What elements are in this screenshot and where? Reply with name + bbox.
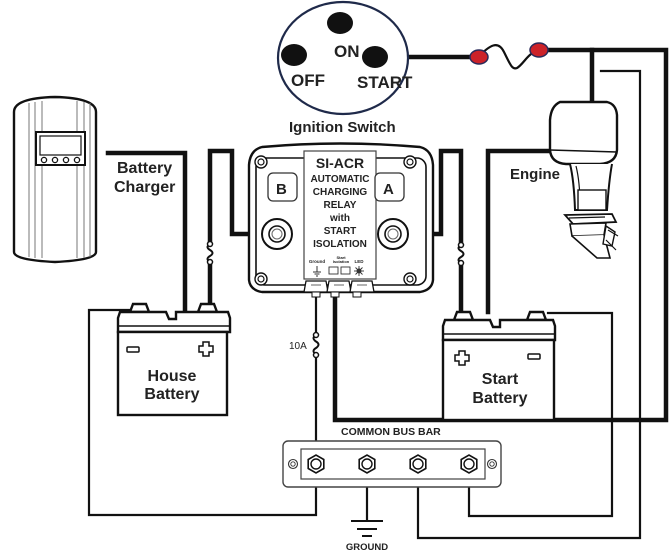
relay-start-isolation-label-1: Start bbox=[336, 255, 346, 260]
charger-label-line2: Charger bbox=[114, 179, 175, 196]
switch-label-on: ON bbox=[334, 42, 360, 61]
terminal-a-box bbox=[374, 172, 405, 202]
bus-bar-end-screw-left bbox=[287, 458, 299, 470]
bus-bar-label: COMMON BUS BAR bbox=[341, 426, 441, 438]
charger-screen bbox=[39, 135, 82, 156]
inline-fuse-house bbox=[206, 240, 214, 266]
wires bbox=[87, 47, 669, 540]
minus-icon bbox=[527, 353, 541, 360]
relay-line-4: with bbox=[329, 213, 350, 224]
battery-icons bbox=[328, 266, 351, 275]
charger-button bbox=[51, 156, 59, 164]
bus-bar-terminal bbox=[409, 454, 427, 474]
terminal-a-label: A bbox=[383, 181, 394, 198]
switch-contact-off bbox=[281, 44, 307, 66]
wire-busbar-t3-to-start-negative bbox=[416, 69, 642, 540]
house-battery-label-line1: House bbox=[148, 368, 197, 385]
bus-bar-end-screw-right bbox=[486, 458, 498, 470]
start-battery-label-line1: Start bbox=[482, 371, 519, 388]
bus-bar-terminals bbox=[307, 454, 478, 474]
fuse-holder-left bbox=[469, 49, 489, 65]
relay-line-1: AUTOMATIC bbox=[310, 174, 369, 185]
wire-charger-to-house-positive bbox=[105, 150, 188, 313]
start-battery-label-line2: Battery bbox=[472, 390, 527, 407]
relay-start-isolation-label-2: Isolation bbox=[333, 259, 350, 264]
relay-title: SI-ACR bbox=[316, 155, 364, 171]
fuse-rating-label: 10A bbox=[289, 341, 307, 352]
wire-busbar-t4-to-start-negative bbox=[467, 311, 614, 518]
terminal-b-label: B bbox=[276, 181, 287, 198]
switch-contact-start bbox=[362, 46, 388, 68]
relay-connector-tabs bbox=[303, 280, 375, 298]
charger-button bbox=[40, 156, 48, 164]
engine-label: Engine bbox=[510, 166, 560, 183]
bus-bar-terminal bbox=[307, 454, 325, 474]
ground-label: GROUND bbox=[346, 542, 388, 553]
switch-label-off: OFF bbox=[291, 71, 325, 90]
wire-fuse-to-engine bbox=[332, 47, 669, 423]
fuse-10a: 10A bbox=[289, 331, 320, 359]
start-battery: Start Battery bbox=[441, 310, 557, 422]
plus-icon bbox=[454, 350, 470, 366]
common-bus-bar: COMMON BUS BAR bbox=[282, 426, 502, 488]
bus-bar-terminal bbox=[460, 454, 478, 474]
si-acr-relay: B A SI-ACR AUTOMATIC CHARGING RELAY with… bbox=[247, 142, 435, 298]
ground-symbol-icon bbox=[313, 266, 321, 277]
wire-house-negative-to-busbar bbox=[87, 308, 318, 517]
relay-led-label: LED bbox=[355, 259, 365, 264]
relay-line-3: RELAY bbox=[324, 200, 357, 211]
wire-engine-to-start-battery bbox=[485, 148, 555, 315]
ignition-switch: ON OFF START Ignition Switch bbox=[276, 0, 413, 136]
switch-label-start: START bbox=[357, 73, 413, 92]
outboard-engine: Engine bbox=[510, 100, 619, 259]
house-battery-label-line2: Battery bbox=[144, 386, 199, 403]
fuse-holder-right bbox=[529, 42, 549, 58]
charger-label-line1: Battery bbox=[117, 160, 172, 177]
relay-line-2: CHARGING bbox=[313, 187, 368, 198]
inline-fuse-start bbox=[457, 241, 465, 267]
charger-button bbox=[73, 156, 81, 164]
relay-line-6: ISOLATION bbox=[313, 239, 367, 250]
relay-ground-label: Ground bbox=[309, 259, 325, 264]
bus-bar-terminal bbox=[358, 454, 376, 474]
wire-relay-b-to-house bbox=[207, 148, 265, 247]
relay-line-5: START bbox=[324, 226, 357, 237]
ground-symbol: GROUND bbox=[346, 520, 388, 553]
house-battery: House Battery bbox=[116, 302, 232, 417]
switch-contact-on bbox=[327, 12, 353, 34]
plus-icon bbox=[198, 341, 214, 357]
led-sun-icon bbox=[354, 266, 364, 276]
minus-icon bbox=[126, 346, 140, 353]
charger-buttons bbox=[40, 156, 81, 164]
ignition-fuse-holder bbox=[469, 42, 549, 70]
terminal-b-box bbox=[267, 172, 298, 202]
battery-charger: Battery Charger bbox=[12, 95, 175, 264]
ignition-switch-label: Ignition Switch bbox=[289, 119, 396, 136]
charger-button bbox=[62, 156, 70, 164]
